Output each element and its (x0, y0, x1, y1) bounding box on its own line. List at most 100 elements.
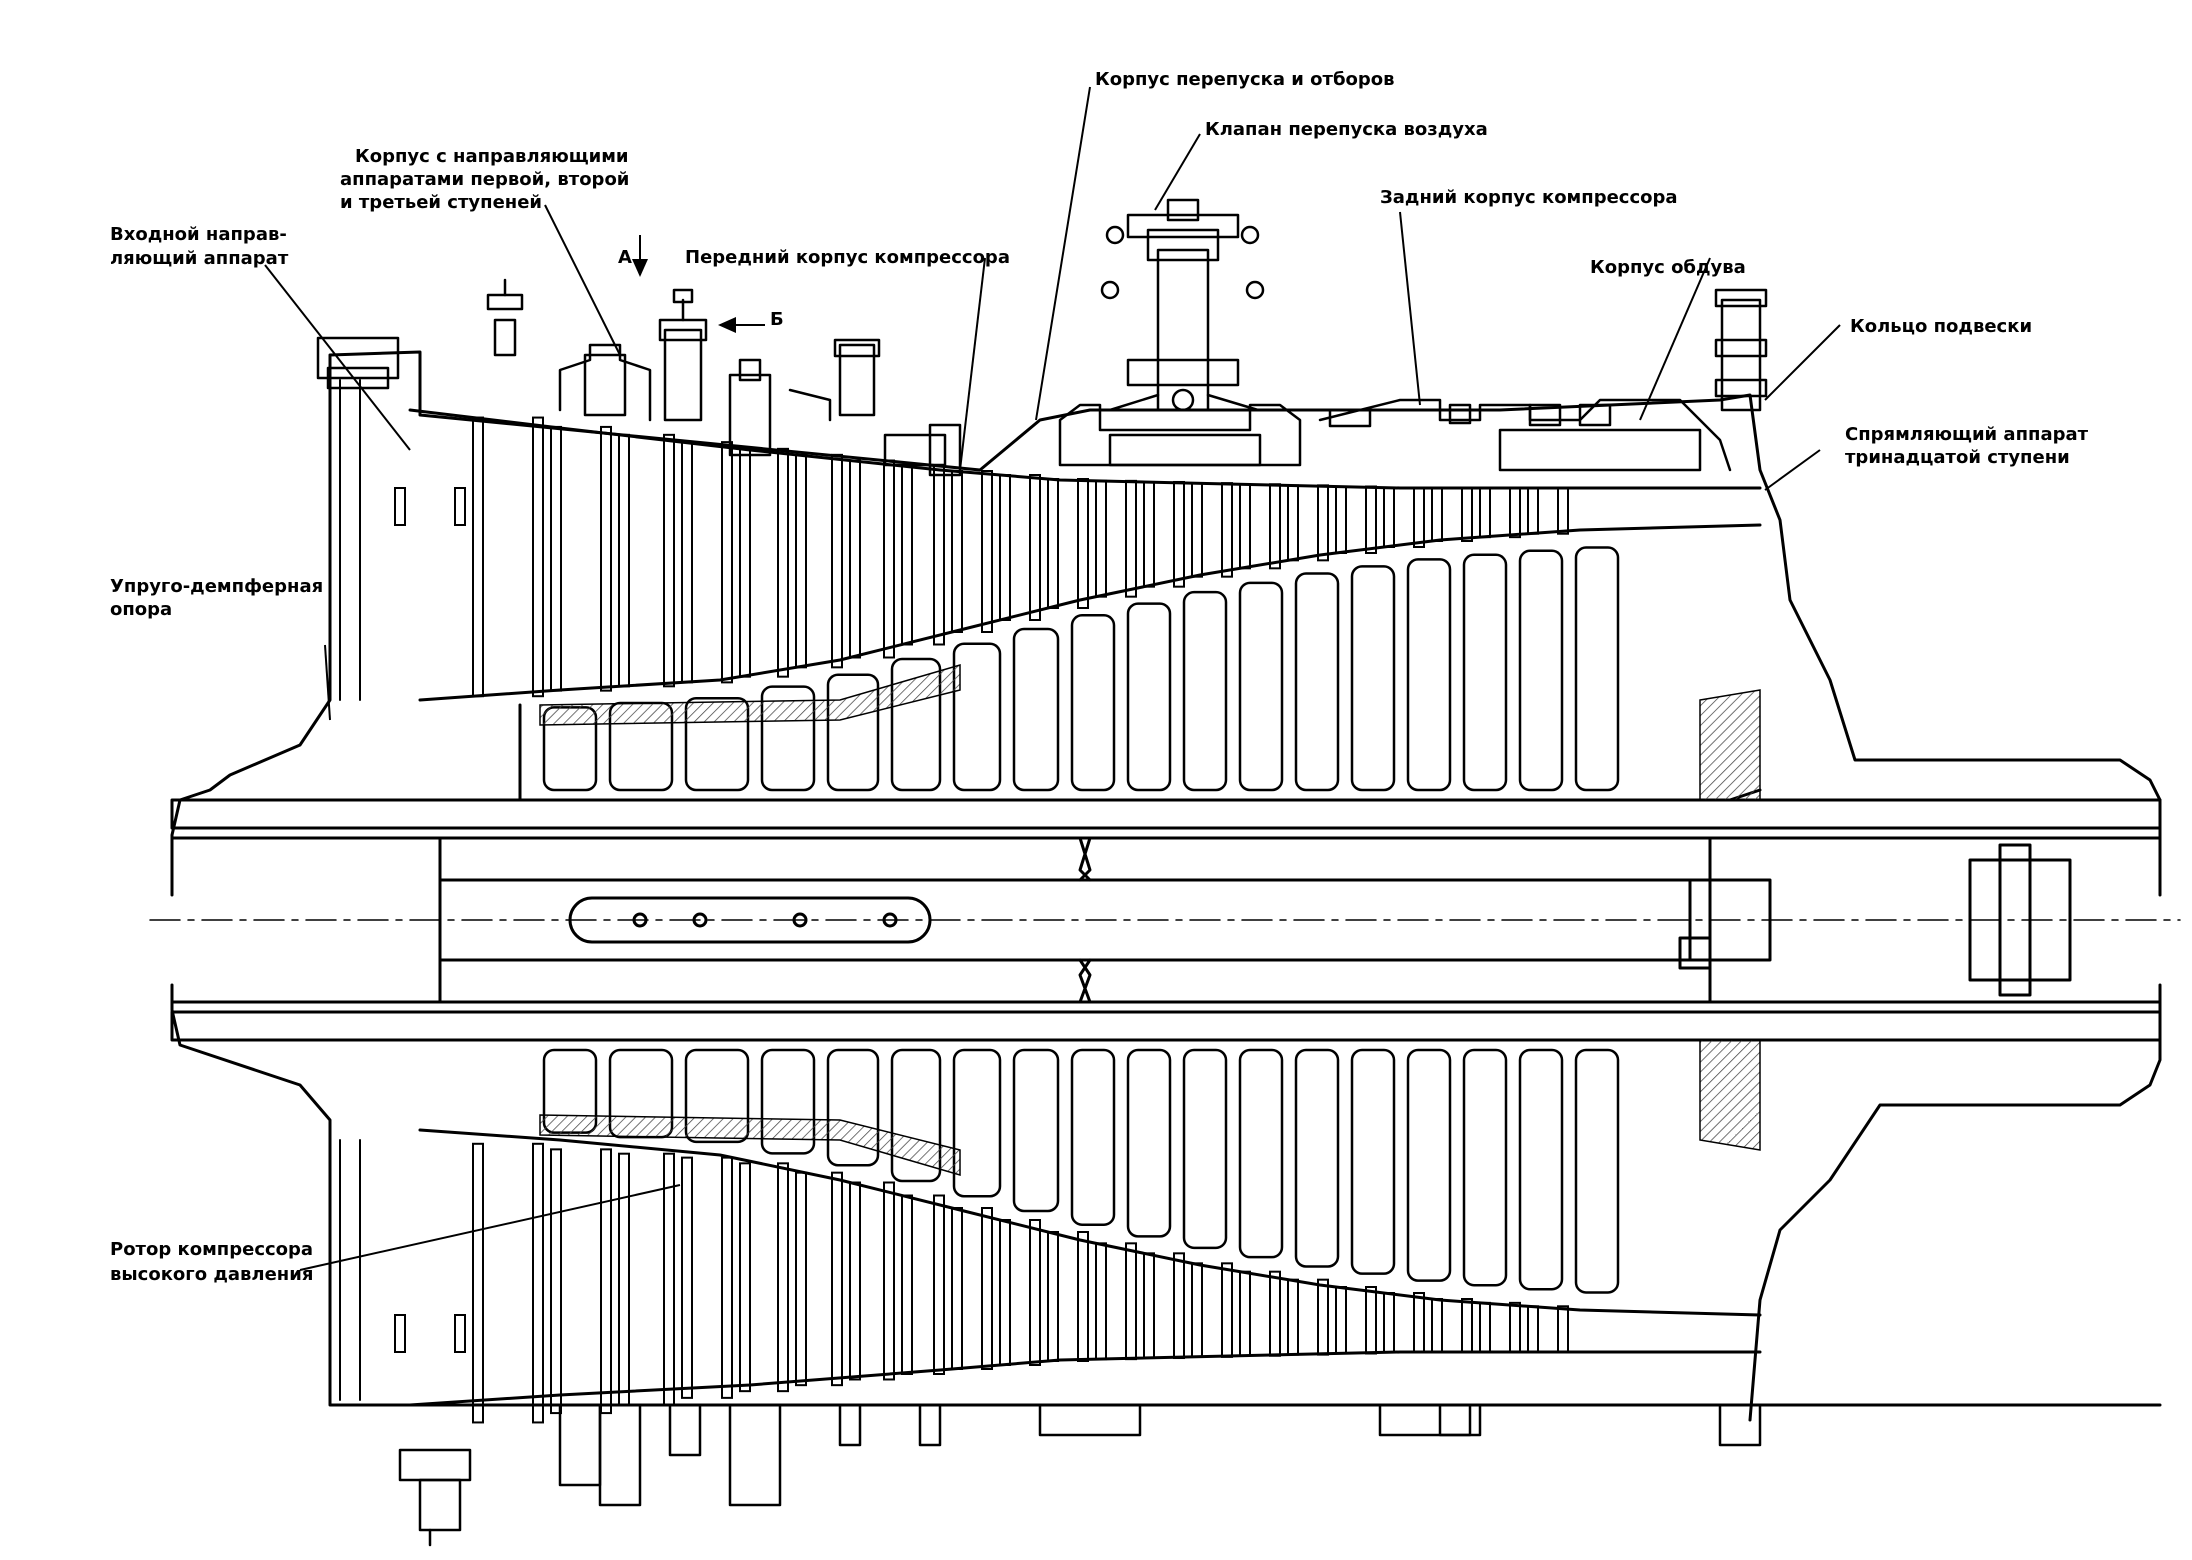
upper-blade (1431, 487, 1443, 542)
lower-blade (1221, 1262, 1233, 1358)
lower-blade (795, 1171, 807, 1387)
lower-disk (1126, 1048, 1172, 1238)
upper-blade (901, 465, 913, 646)
upper-blade (1383, 486, 1395, 549)
lower-casing-hardware (398, 1403, 1762, 1547)
lower-blade (394, 1314, 406, 1353)
upper-disk (760, 685, 816, 792)
upper-blade (1527, 487, 1539, 535)
label-rotor-line-2: высокого давления (110, 1264, 313, 1285)
lower-blade (1269, 1270, 1281, 1357)
label-rear-case: Задний корпус компрессора (1380, 187, 1678, 208)
label-bypass-valve: Клапан перепуска воздуха (1205, 119, 1488, 140)
upper-blade (795, 453, 807, 669)
hatched-sections (539, 664, 1761, 1176)
lower-disk (1238, 1048, 1284, 1259)
upper-disk (1350, 565, 1396, 792)
lower-blade (1479, 1301, 1491, 1354)
lower-disk (760, 1048, 816, 1155)
lower-disk (1462, 1048, 1508, 1287)
upper-blade (1413, 486, 1425, 549)
lower-disk (1012, 1048, 1060, 1213)
upper-rotor-blades (394, 416, 1569, 698)
lower-disk (1182, 1048, 1228, 1250)
lower-blade (663, 1152, 675, 1407)
upper-blade (999, 474, 1011, 621)
label-stator-13-line-1: Спрямляющий аппарат (1845, 424, 2089, 445)
lower-blade (999, 1219, 1011, 1366)
label-bypass-housing: Корпус перепуска и отборов (1095, 69, 1395, 90)
upper-blade (1029, 474, 1041, 621)
leader-lines (264, 86, 1841, 1271)
label-rotor-line-1: Ротор компрессора (110, 1239, 313, 1260)
lower-blade (1557, 1305, 1569, 1354)
lower-blade (1125, 1242, 1137, 1361)
lower-disk (684, 1048, 750, 1144)
upper-blade (1461, 487, 1473, 542)
lower-blade (1413, 1292, 1425, 1354)
upper-blade (849, 459, 861, 659)
upper-blade (951, 470, 963, 633)
main-shaft (149, 798, 2181, 1042)
upper-blade (933, 465, 945, 646)
label-stator-13-line-2: тринадцатой ступени (1845, 447, 2070, 468)
upper-blade (739, 447, 751, 678)
upper-blade (663, 433, 675, 688)
lower-blade (550, 1148, 562, 1415)
lower-blade (721, 1156, 733, 1399)
upper-blade (721, 441, 733, 684)
lower-blade (1287, 1278, 1299, 1356)
lower-rotor-blades (394, 1142, 1569, 1424)
lower-blade (1461, 1298, 1473, 1353)
lower-blade (454, 1314, 466, 1353)
label-vane-housing-line-1: Корпус с направляющими (355, 146, 629, 167)
lower-disk (1350, 1048, 1396, 1275)
upper-disk (1518, 549, 1564, 792)
lower-blade (1335, 1286, 1347, 1355)
upper-disk (1462, 553, 1508, 792)
upper-blade (618, 433, 630, 688)
upper-blade (1557, 487, 1569, 535)
upper-blade (532, 416, 544, 698)
shaft-joints (1078, 836, 1712, 1004)
lower-blade (1431, 1298, 1443, 1353)
lower-disk (890, 1048, 942, 1183)
upper-blade (681, 441, 693, 684)
tie-bolt-slot (568, 896, 932, 944)
upper-casing-hardware (316, 198, 1768, 477)
lower-blade (600, 1148, 612, 1415)
lower-disk (1070, 1048, 1116, 1226)
upper-disk (890, 657, 942, 792)
lower-blade (1173, 1252, 1185, 1360)
upper-rotor-disks (542, 546, 1620, 792)
lower-disk (1294, 1048, 1340, 1268)
lower-blade (1047, 1231, 1059, 1362)
label-suspension-ring: Кольцо подвески (1850, 316, 2032, 337)
lower-blade (618, 1152, 630, 1407)
lower-blade (981, 1207, 993, 1370)
lower-blade (1239, 1270, 1251, 1357)
lower-disk (1574, 1048, 1620, 1294)
label-view-b: Б (770, 309, 784, 330)
lower-blade (933, 1194, 945, 1375)
upper-blade (1047, 478, 1059, 609)
lower-blade (681, 1156, 693, 1399)
lower-blade (1029, 1219, 1041, 1366)
upper-blade (1173, 480, 1185, 588)
lower-rotor-disks (542, 1048, 1620, 1294)
upper-disk (684, 696, 750, 792)
upper-blade (1287, 484, 1299, 562)
label-view-a: А (618, 247, 632, 268)
lower-blade (1509, 1301, 1521, 1354)
upper-disk (1012, 627, 1060, 792)
upper-disk (826, 673, 880, 792)
upper-blade (1221, 482, 1233, 578)
upper-blade (1365, 485, 1377, 554)
upper-disk (1574, 546, 1620, 792)
lower-blade (951, 1207, 963, 1370)
label-igv-line-2: ляющий аппарат (110, 248, 289, 269)
lower-blade (831, 1171, 843, 1387)
upper-blade (1191, 482, 1203, 578)
lower-blade (1077, 1231, 1089, 1362)
upper-blade (831, 453, 843, 669)
